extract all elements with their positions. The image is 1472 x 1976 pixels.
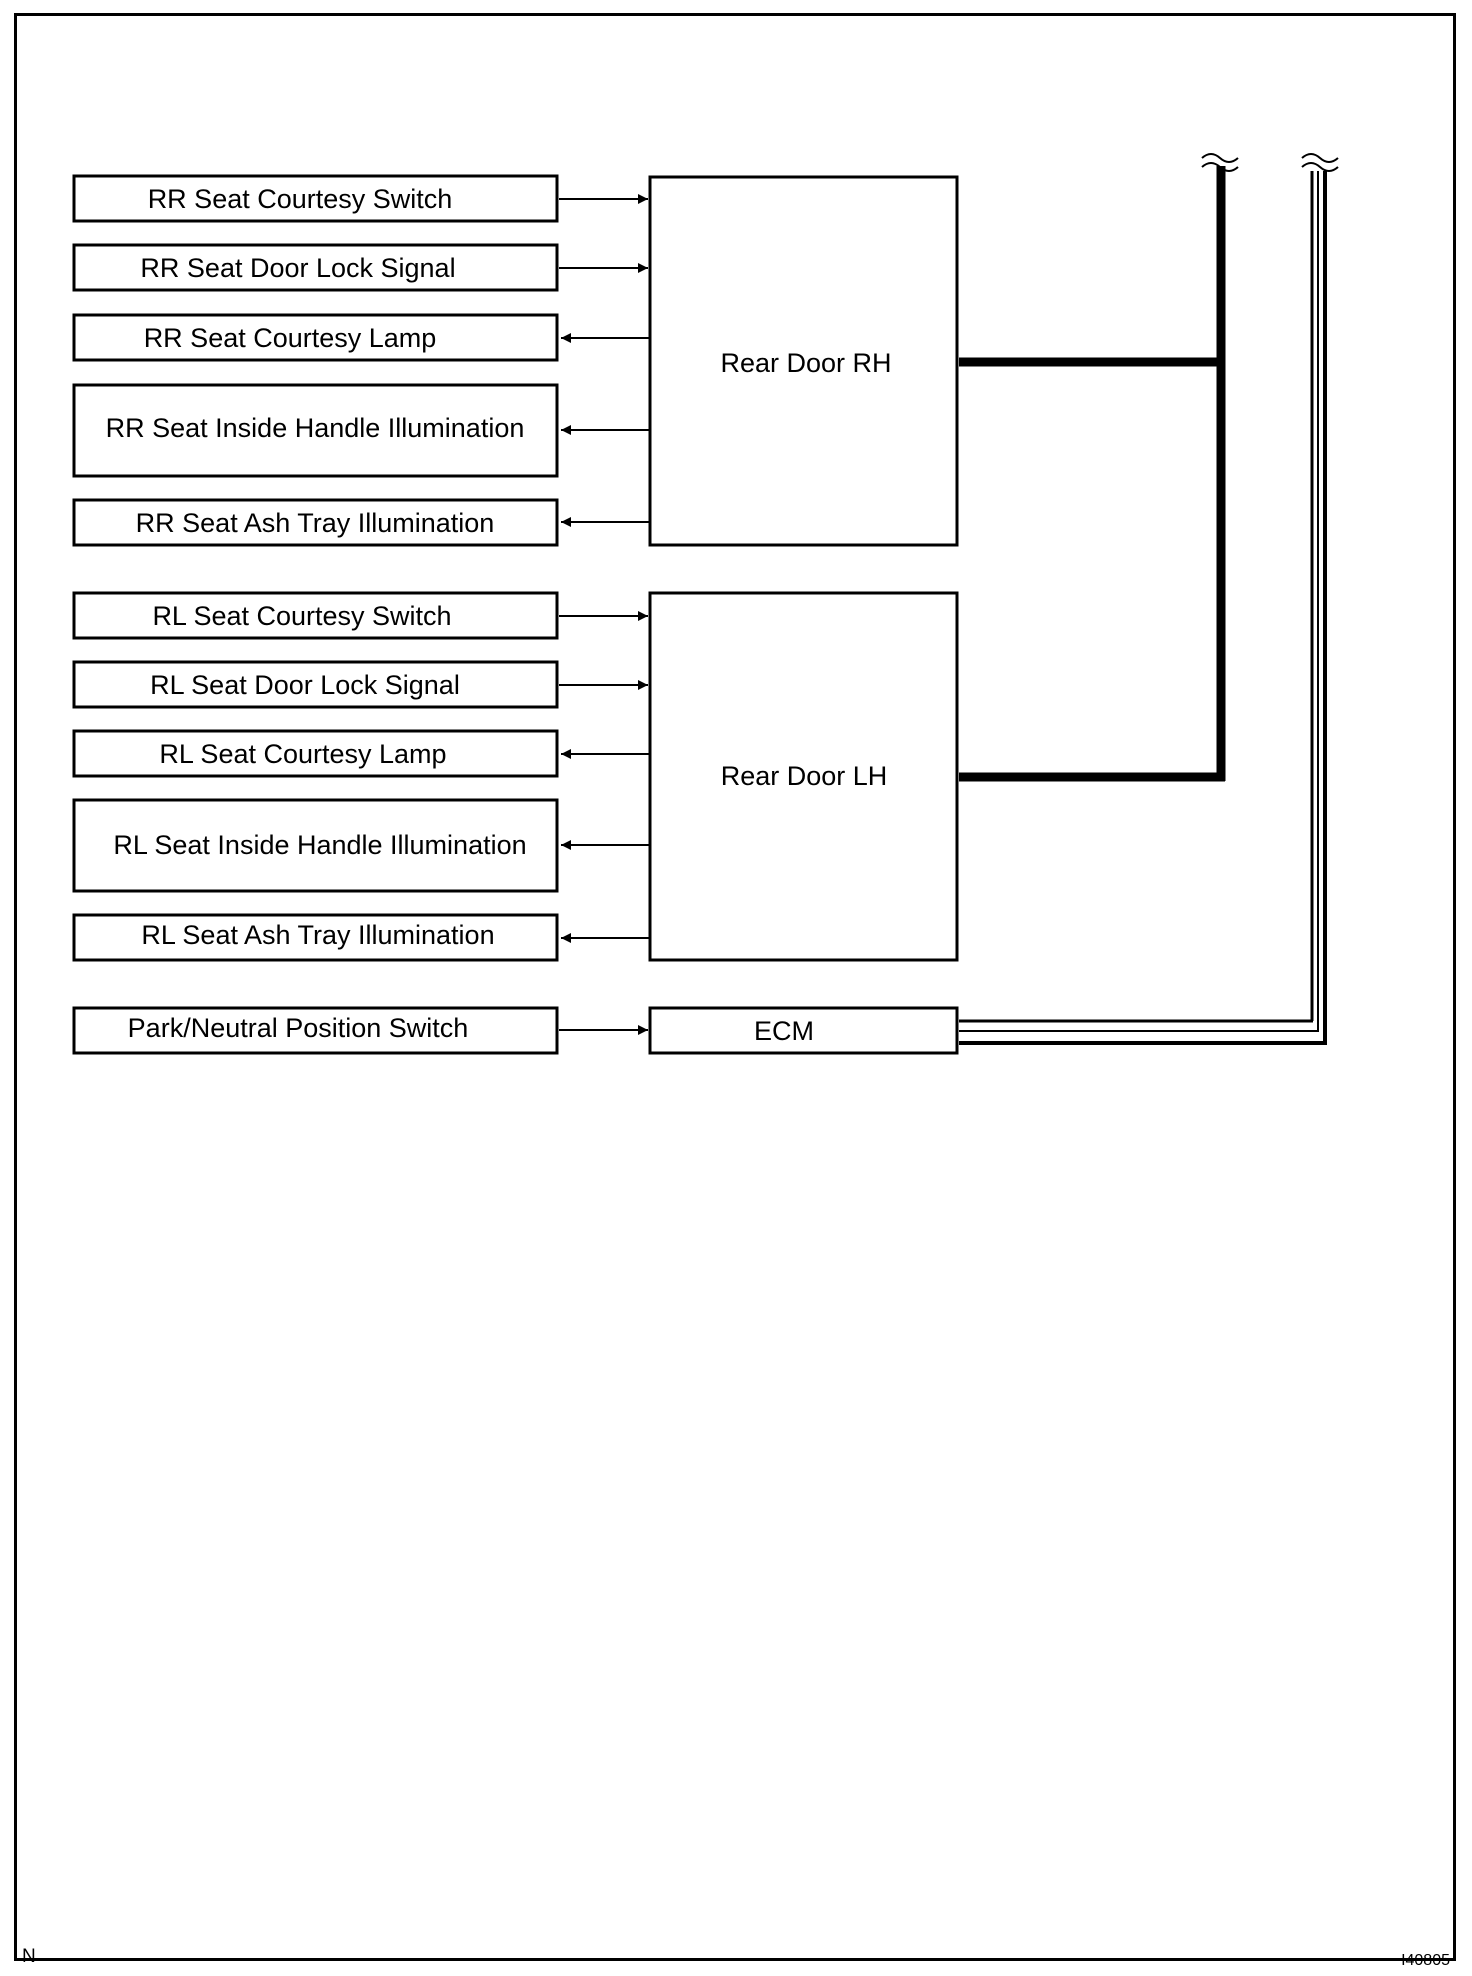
signal-label: RR Seat Ash Tray Illumination (136, 508, 495, 538)
signal-box-rr-courtesy-lamp: RR Seat Courtesy Lamp (72, 313, 559, 362)
diagram-frame (14, 13, 1456, 1961)
signal-box-rr-courtesy-switch: RR Seat Courtesy Switch (72, 174, 559, 223)
module-ecm: ECM (648, 1006, 959, 1055)
signal-label: RR Seat Courtesy Lamp (144, 323, 437, 353)
signal-box-rl-door-lock-signal: RL Seat Door Lock Signal (72, 660, 559, 709)
break-symbol (1301, 153, 1339, 172)
signal-label: RL Seat Inside Handle Illumination (113, 830, 526, 860)
ecm-bus-line (959, 171, 1327, 1045)
signal-label: RR Seat Inside Handle Illumination (106, 413, 525, 443)
signal-label: Park/Neutral Position Switch (128, 1013, 469, 1043)
signal-label: RL Seat Ash Tray Illumination (141, 920, 494, 950)
signal-box-rr-inside-handle-illumination: RR Seat Inside Handle Illumination (72, 383, 559, 478)
signal-label: RR Seat Door Lock Signal (140, 253, 455, 283)
signal-box-rl-courtesy-lamp: RL Seat Courtesy Lamp (72, 729, 559, 778)
signal-box-rr-door-lock-signal: RR Seat Door Lock Signal (72, 243, 559, 292)
signal-label: RR Seat Courtesy Switch (148, 184, 453, 214)
signal-label: RL Seat Courtesy Lamp (159, 739, 446, 769)
module-label: Rear Door RH (720, 348, 891, 378)
module-label: Rear Door LH (721, 761, 888, 791)
corner-label-left: N (22, 1946, 36, 1967)
signal-box-park-neutral-position-switch: Park/Neutral Position Switch (72, 1006, 559, 1055)
break-symbol (1201, 153, 1239, 172)
signal-label: RL Seat Courtesy Switch (152, 601, 451, 631)
signal-box-rl-ash-tray-illumination: RL Seat Ash Tray Illumination (72, 913, 559, 962)
signal-box-rl-inside-handle-illumination: RL Seat Inside Handle Illumination (72, 798, 559, 893)
signal-box-rr-ash-tray-illumination: RR Seat Ash Tray Illumination (72, 498, 559, 547)
figure-id-label: I40805 (1401, 1952, 1450, 1969)
module-rear-door-lh: Rear Door LH (648, 591, 959, 962)
door-bus-line (959, 166, 1226, 782)
signal-label: RL Seat Door Lock Signal (150, 670, 460, 700)
signal-box-rl-courtesy-switch: RL Seat Courtesy Switch (72, 591, 559, 640)
module-rear-door-rh: Rear Door RH (648, 175, 959, 547)
module-label: ECM (754, 1016, 814, 1046)
